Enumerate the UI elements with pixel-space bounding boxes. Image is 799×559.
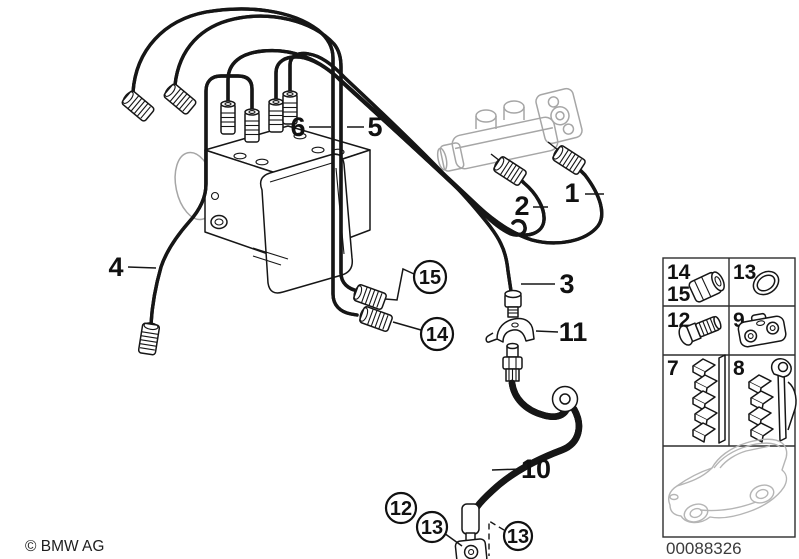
legend-cell-8[interactable]: 8	[733, 357, 797, 443]
callout-14[interactable]: 14	[426, 324, 449, 346]
callout-13-left[interactable]: 13	[421, 517, 443, 539]
hollow-bolt-icon	[678, 315, 722, 346]
legend-cell-7[interactable]: 7	[667, 354, 726, 444]
reservoir-ports	[475, 100, 525, 129]
callout-13-left-circle[interactable]	[415, 510, 449, 544]
car-thumbnail	[668, 438, 788, 524]
callout-12[interactable]: 12	[390, 498, 412, 520]
abs-port-fitting-2	[244, 108, 260, 143]
legend-label-14[interactable]: 14	[667, 261, 691, 284]
legend-label-15[interactable]: 15	[667, 283, 691, 306]
pipe-clamp-icon	[737, 312, 787, 348]
legend-cell-13[interactable]: 13	[733, 261, 783, 299]
callout-4[interactable]: 4	[108, 252, 123, 282]
callout-14-circle[interactable]	[419, 316, 455, 352]
fitting-front-left-inner	[161, 81, 198, 116]
hose-assembly	[454, 289, 579, 559]
hose-sleeve	[461, 503, 480, 543]
callout-3[interactable]: 3	[559, 269, 574, 299]
legend-cell-14-15[interactable]: 14 15	[667, 261, 727, 306]
pipe-clip-7-icon	[692, 354, 726, 444]
legend-cell-9[interactable]: 9	[733, 309, 787, 348]
master-cylinder-flange	[535, 87, 583, 145]
abs-side-port	[210, 214, 228, 230]
legend-label-13[interactable]: 13	[733, 261, 756, 284]
callout-11[interactable]: 11	[559, 317, 588, 347]
legend-panel: 14 15 13 12	[662, 257, 797, 558]
hose-grommet-ring	[551, 385, 579, 413]
callout-6[interactable]: 6	[290, 112, 305, 142]
callout-1[interactable]: 1	[564, 178, 579, 208]
callout-15-circle[interactable]	[412, 259, 448, 295]
o-ring-icon	[752, 270, 780, 296]
abs-port-fitting-3	[268, 98, 284, 133]
abs-control-module-cover	[259, 153, 354, 294]
callout-15[interactable]: 15	[419, 267, 441, 289]
line3-union-nut	[504, 289, 522, 318]
callout-13-right[interactable]: 13	[507, 526, 529, 548]
callout-5[interactable]: 5	[367, 112, 382, 142]
master-cylinder-end-cap	[436, 142, 465, 172]
pipe-clip-8-icon	[748, 358, 797, 443]
callout-13-right-circle[interactable]	[502, 520, 534, 552]
copyright-text: © BMW AG	[25, 538, 104, 555]
abs-port-fitting-1	[220, 100, 236, 135]
callout-10[interactable]: 10	[521, 454, 551, 484]
image-number: 00088326	[666, 539, 742, 558]
fitting-front-left-outer	[119, 88, 156, 123]
callouts: 1 2 3 4 5 6 10 11 15 14 12 13 13	[108, 112, 604, 556]
legend-label-8[interactable]: 8	[733, 357, 745, 380]
legend-cell-12[interactable]: 12	[667, 309, 724, 347]
legend-label-9[interactable]: 9	[733, 309, 745, 332]
legend-label-7[interactable]: 7	[667, 357, 679, 380]
brake-pipes	[131, 7, 604, 326]
union-nut-icon	[688, 271, 725, 303]
pipe-clamp-11	[485, 317, 535, 343]
fitting-15	[351, 282, 388, 311]
callout-12-circle[interactable]	[384, 491, 418, 525]
fitting-14	[357, 304, 394, 333]
fitting-4	[137, 320, 161, 356]
hose-top-fitting	[502, 342, 523, 382]
hose-banjo-end	[454, 538, 488, 559]
callout-2[interactable]: 2	[514, 191, 529, 221]
